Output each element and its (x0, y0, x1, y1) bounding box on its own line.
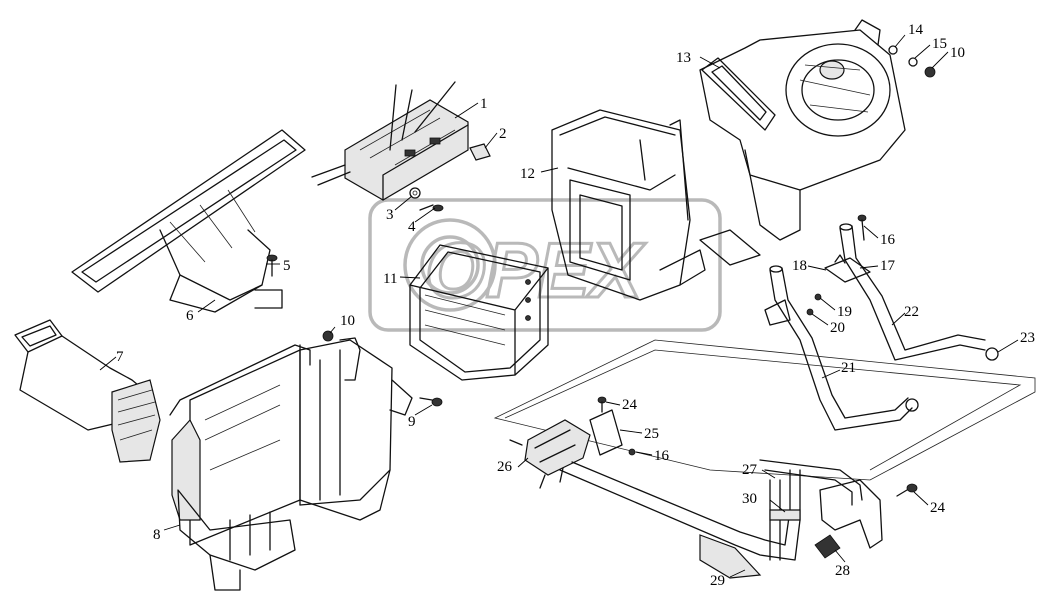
nut-10-left (322, 330, 334, 342)
callout-5: 5 (283, 258, 291, 274)
callout-16-upper: 16 (880, 232, 896, 248)
screw-24-lower (896, 483, 918, 497)
screw-16-upper (857, 214, 867, 241)
callout-1: 1 (480, 96, 488, 112)
callout-4: 4 (408, 219, 416, 235)
callout-22: 22 (904, 304, 919, 320)
side-vent-duct (14, 319, 161, 463)
knob-2 (469, 143, 491, 161)
screw-24-upper (597, 396, 607, 413)
callout-20: 20 (830, 320, 845, 336)
hose-22 (839, 223, 986, 361)
screw-5 (266, 254, 278, 277)
callout-10-right: 10 (950, 45, 965, 61)
hose-clamp-23 (985, 347, 999, 361)
callout-14: 14 (908, 22, 924, 38)
callout-15: 15 (932, 36, 947, 52)
blower-motor-housing (699, 19, 906, 266)
bracket-17 (824, 254, 871, 283)
washer-3 (409, 187, 421, 199)
callout-27: 27 (742, 462, 758, 478)
hvac-housing (169, 337, 413, 591)
callout-3: 3 (386, 207, 394, 223)
callout-7: 7 (116, 349, 124, 365)
blower-case (551, 109, 706, 301)
callout-9: 9 (408, 414, 416, 430)
screw-16-lower (628, 448, 636, 456)
nut-10-right (924, 66, 936, 78)
callout-25: 25 (644, 426, 659, 442)
piping-frame (493, 339, 1036, 481)
control-panel (311, 81, 469, 201)
callout-8: 8 (153, 527, 161, 543)
callout-12: 12 (520, 166, 535, 182)
leader-lines (99, 34, 1019, 578)
callout-21: 21 (841, 360, 856, 376)
hose-clamp-mid (905, 398, 919, 412)
callout-10-left: 10 (340, 313, 355, 329)
watermark-text: OPEX (425, 226, 646, 314)
valve-26 (509, 419, 591, 489)
callout-2: 2 (499, 126, 507, 142)
bracket-25 (589, 409, 623, 456)
callout-13: 13 (676, 50, 691, 66)
evaporator-core (409, 244, 549, 381)
fitting-28 (814, 479, 883, 559)
washer-14 (888, 45, 898, 55)
callout-16-lower: 16 (654, 448, 670, 464)
pipe-29 (559, 461, 801, 579)
callout-19: 19 (837, 304, 852, 320)
callout-11: 11 (383, 271, 397, 287)
callout-6: 6 (186, 308, 194, 324)
watermark: OPEX (368, 198, 722, 332)
washer-19 (814, 293, 822, 301)
clip-18 (764, 299, 791, 326)
washer-15 (908, 57, 918, 67)
callout-23: 23 (1020, 330, 1035, 346)
hose-21 (769, 265, 913, 431)
clamp-30 (769, 509, 801, 521)
callout-labels: 1 2 3 4 5 6 7 8 9 10 10 11 12 13 14 15 1… (116, 22, 1035, 589)
callout-28: 28 (835, 563, 850, 579)
defroster-duct (71, 129, 306, 313)
callout-24-lower: 24 (930, 500, 946, 516)
callout-29: 29 (710, 573, 725, 589)
callout-24-upper: 24 (622, 397, 638, 413)
callout-26: 26 (497, 459, 513, 475)
screw-20 (806, 308, 814, 316)
callout-18: 18 (792, 258, 807, 274)
callout-17: 17 (880, 258, 896, 274)
screw-9 (419, 397, 443, 407)
screw-4 (419, 204, 444, 212)
callout-30: 30 (742, 491, 757, 507)
